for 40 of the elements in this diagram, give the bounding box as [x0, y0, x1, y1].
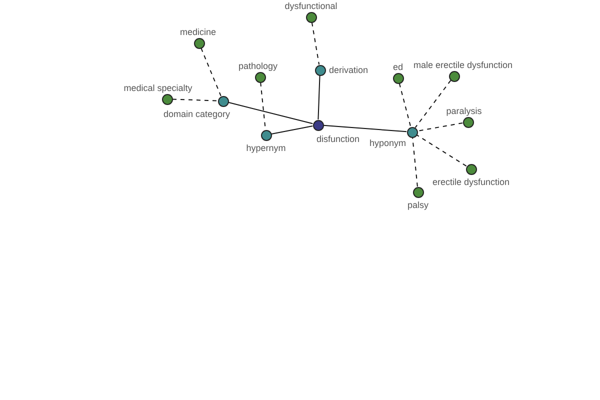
graph-node — [194, 38, 204, 48]
graph-node — [412, 186, 424, 198]
node-label: dysfunctional — [284, 1, 338, 11]
node-label: disfunction — [316, 134, 360, 144]
connector-line — [270, 126, 314, 134]
graph-node — [312, 120, 324, 130]
graph-node — [406, 126, 418, 138]
connector-line — [318, 75, 320, 120]
dashed-connector — [412, 136, 418, 188]
graph-node — [260, 130, 272, 140]
graph-node — [448, 70, 460, 82]
connector-line — [322, 124, 408, 132]
node-label: hyponym — [369, 138, 406, 148]
node-label: derivation — [329, 65, 368, 75]
graph-node — [254, 72, 266, 82]
graph-node — [306, 12, 316, 22]
node-label: erectile dysfunction — [432, 177, 510, 187]
node-label: hypernym — [246, 143, 286, 153]
graph-node — [392, 72, 404, 84]
dashed-connector — [311, 22, 320, 66]
node-label: medical specialty — [124, 83, 192, 93]
dashed-connector — [398, 82, 412, 128]
dashed-connector — [416, 134, 467, 167]
graph-node — [466, 164, 476, 174]
graph-node — [314, 64, 326, 76]
dashed-connector — [414, 80, 452, 128]
dashed-connector — [200, 48, 222, 96]
node-label: male erectile dysfunction — [413, 60, 513, 70]
node-label: palsy — [408, 200, 428, 210]
graph-node — [462, 116, 474, 128]
node-label: pathology — [238, 61, 278, 71]
node-label: medicine — [180, 27, 216, 37]
connector-line — [228, 102, 314, 124]
node-label: paralysis — [446, 106, 482, 116]
dashed-connector — [172, 98, 218, 102]
graph-node — [218, 96, 228, 106]
node-label: domain category — [163, 109, 230, 119]
node-label: ed — [393, 62, 403, 72]
graph-node — [162, 94, 172, 104]
dashed-connector — [416, 122, 464, 132]
